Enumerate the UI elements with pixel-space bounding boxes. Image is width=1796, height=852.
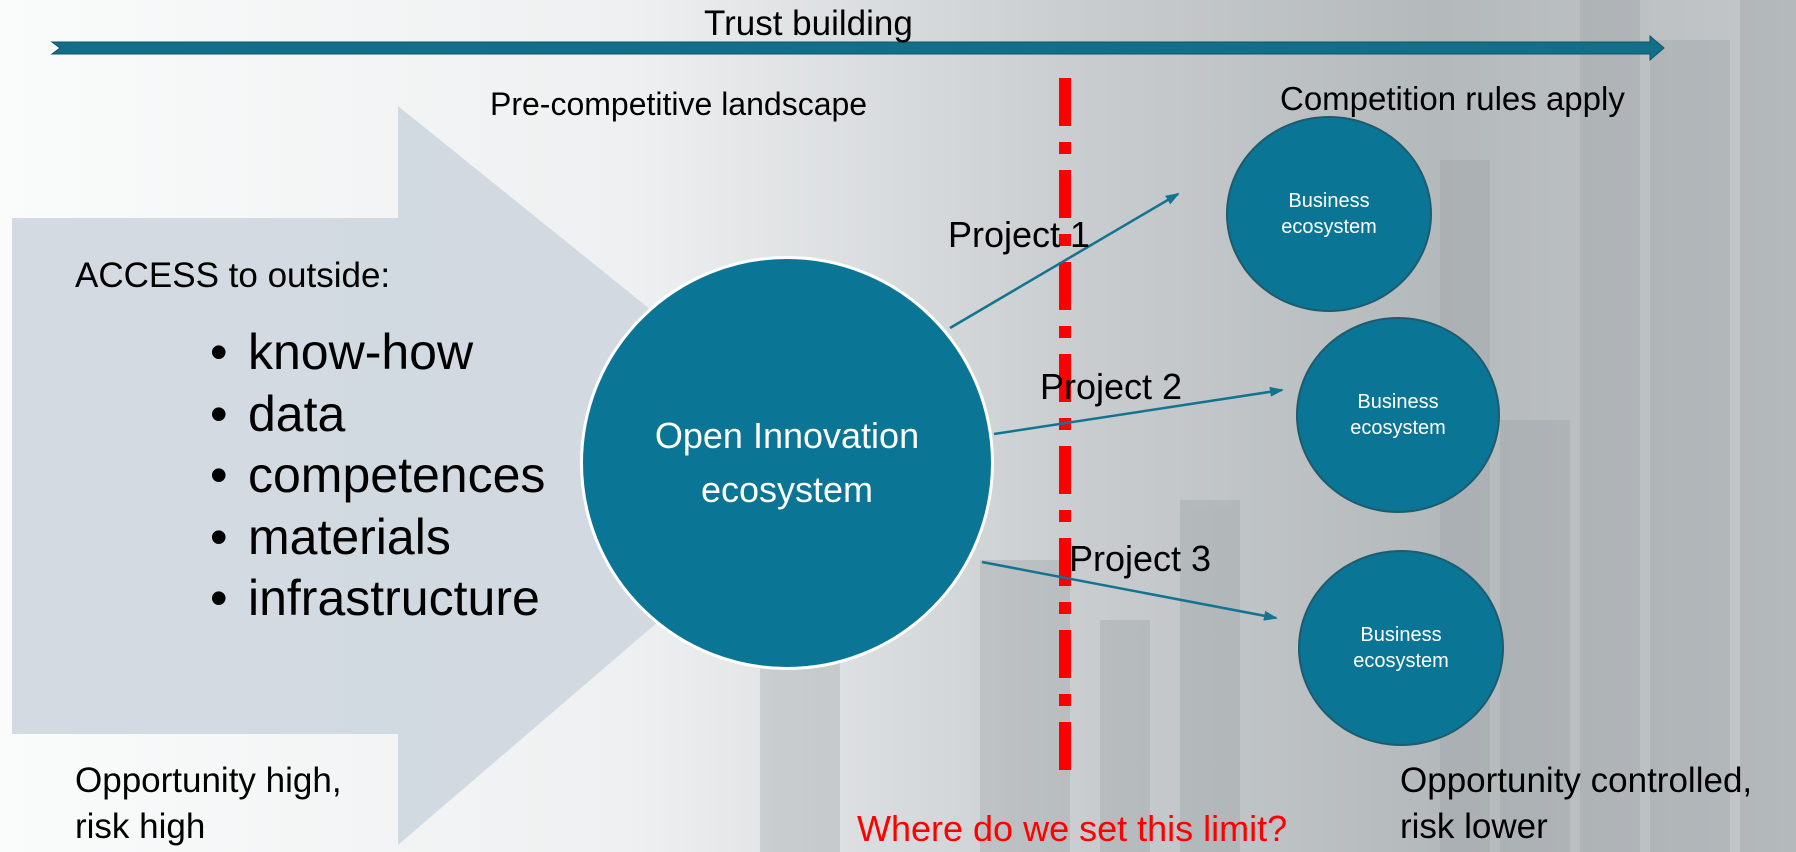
competition-rules-label: Competition rules apply [1280,80,1625,117]
project-3-arrow [981,560,1278,621]
opportunity-controlled-label: Opportunity controlled, risk lower [1400,761,1753,846]
open-innovation-label: Open Innovation ecosystem [654,415,920,510]
project-2-arrow [993,386,1284,436]
business-ecosystem-label: Business ecosystem [1350,391,1446,439]
access-arrow [12,106,842,845]
project-1-arrow [949,192,1180,330]
trust-building-label: Trust building [704,4,913,43]
open-innovation-circle: Open Innovation ecosystem [580,256,994,670]
business-ecosystem-circle-3: Business ecosystem [1298,550,1504,746]
access-item: •infrastructure [210,570,540,626]
access-item: •data [210,385,346,442]
pre-competitive-label: Pre-competitive landscape [490,86,868,122]
access-item: •know-how [210,324,474,380]
business-ecosystem-label: Business ecosystem [1353,624,1449,672]
business-ecosystem-label: Business ecosystem [1281,190,1377,238]
business-ecosystem-circle-1: Business ecosystem [1226,116,1432,312]
access-item: •materials [210,508,451,565]
access-item: •competences [210,447,546,503]
access-list: •know-how •data •competences •materials … [210,322,545,630]
project-2-label: Project 2 [1040,366,1183,407]
access-label: ACCESS to outside: [75,256,391,295]
project-1-label: Project 1 [948,214,1091,255]
opportunity-high-label: Opportunity high, risk high [75,761,342,846]
business-ecosystem-circle-2: Business ecosystem [1296,317,1500,513]
trust-building-arrow [50,34,1665,62]
limit-question: Where do we set this limit? [857,808,1288,849]
project-3-label: Project 3 [1069,538,1212,579]
